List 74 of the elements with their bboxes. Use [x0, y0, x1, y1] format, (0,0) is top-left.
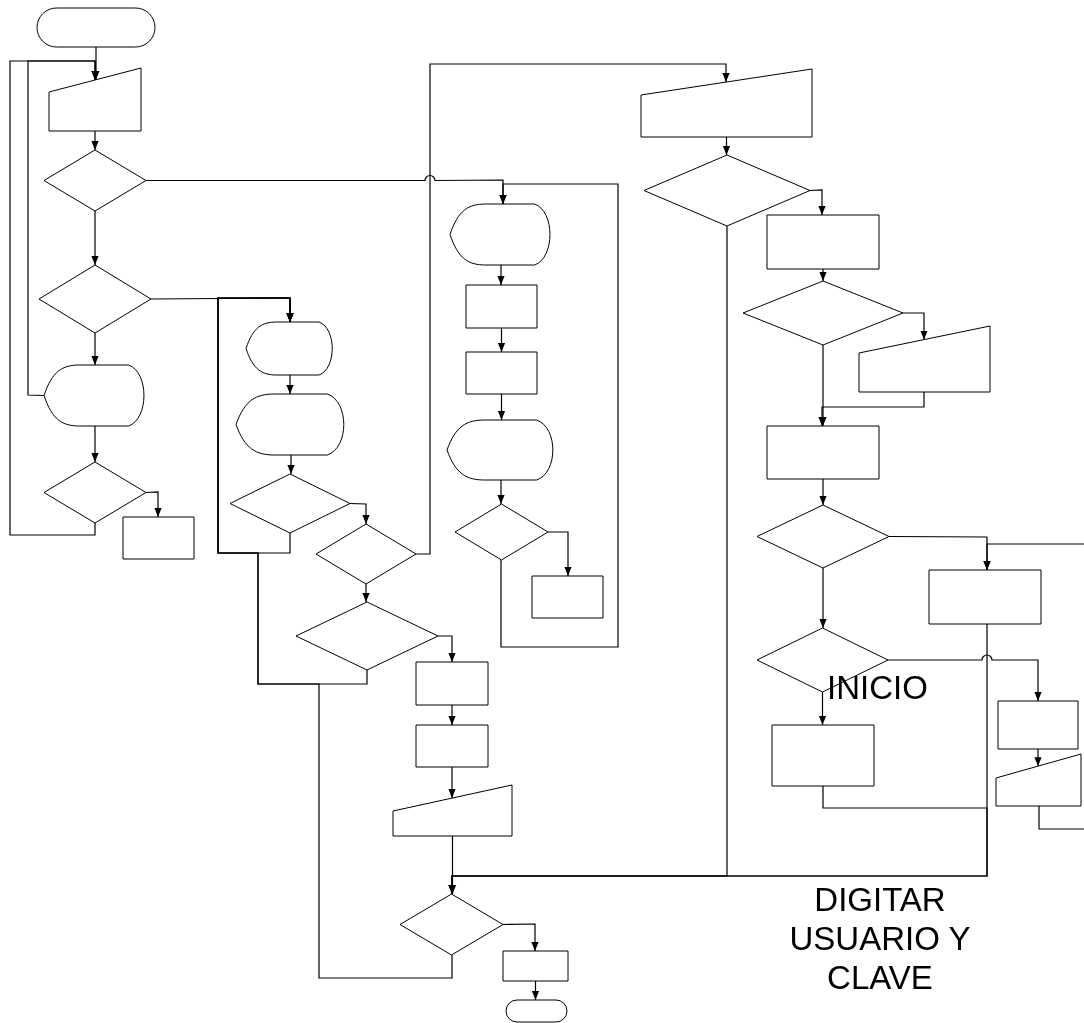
manual-input-shape: [859, 326, 990, 392]
decision-diamond: [39, 265, 151, 333]
flow-arrow: [818, 691, 827, 726]
flow-arrow: [145, 491, 162, 518]
flow-arrow: [91, 210, 99, 266]
flow-arrow: [547, 531, 572, 577]
decision-diamond: [743, 281, 903, 345]
decision-diamond: [644, 155, 810, 226]
flow-arrow: [819, 478, 827, 506]
flow-arrow: [497, 479, 505, 505]
display-shape: [450, 204, 552, 265]
decision-diamond: [455, 504, 548, 560]
floating-label: DIGITAR USUARIO Y CLAVE: [788, 880, 972, 997]
flow-arrow: [818, 391, 925, 427]
flow-arrow: [91, 332, 99, 366]
decision-diamond: [400, 894, 503, 955]
flow-arrow: [819, 344, 827, 427]
manual-input-shape: [996, 754, 1081, 806]
flow-arrow: [91, 130, 99, 151]
connector-line: [1038, 805, 1084, 830]
flow-arrow: [902, 312, 928, 341]
manual-input-shape: [393, 785, 512, 836]
process-box: [416, 725, 488, 767]
process-box: [123, 517, 194, 559]
process-box: [466, 352, 537, 394]
decision-diamond: [44, 462, 146, 523]
flow-arrow: [499, 183, 619, 648]
flow-arrow: [531, 980, 540, 1001]
flow-arrow: [27, 60, 99, 397]
display-shape: [44, 365, 146, 426]
decision-diamond: [296, 602, 438, 670]
flow-arrow: [349, 502, 370, 525]
flow-arrow: [448, 766, 456, 799]
flow-arrow: [415, 63, 730, 555]
display-shape: [236, 394, 346, 455]
flow-arrow: [983, 543, 1084, 571]
flow-arrow: [819, 567, 827, 629]
flow-arrow: [286, 374, 294, 395]
flow-arrow: [9, 60, 99, 536]
process-box: [998, 701, 1078, 749]
flow-arrow: [887, 654, 1042, 702]
flow-arrow: [448, 704, 456, 726]
decision-diamond: [230, 474, 350, 533]
flow-arrow: [497, 393, 506, 421]
manual-input-shape: [49, 68, 141, 131]
display-shape: [447, 420, 555, 480]
flow-arrow: [809, 189, 826, 216]
process-box: [466, 285, 537, 328]
flow-arrow: [217, 297, 453, 979]
flow-arrow: [819, 268, 827, 282]
flow-arrow: [91, 425, 99, 463]
decision-diamond: [757, 505, 889, 568]
process-box: [767, 215, 879, 269]
display-shape: [246, 322, 334, 375]
flow-arrow: [287, 454, 295, 475]
flow-arrow: [497, 327, 506, 353]
flow-arrow: [92, 46, 100, 81]
process-box: [772, 725, 874, 786]
flow-arrow: [502, 923, 539, 952]
flow-arrow: [362, 583, 370, 603]
process-box: [532, 576, 603, 618]
flow-arrow: [448, 785, 988, 895]
flow-arrow: [1034, 748, 1042, 767]
decision-diamond: [44, 150, 146, 211]
process-box: [416, 662, 488, 705]
manual-input-shape: [641, 69, 812, 137]
floating-label: INICIO: [827, 668, 928, 707]
process-box: [929, 570, 1041, 624]
flow-arrow: [497, 264, 505, 286]
decision-diamond: [316, 524, 416, 584]
process-box: [767, 426, 879, 479]
flow-arrow: [722, 136, 731, 156]
process-box: [503, 951, 568, 981]
flow-arrow: [437, 635, 456, 663]
